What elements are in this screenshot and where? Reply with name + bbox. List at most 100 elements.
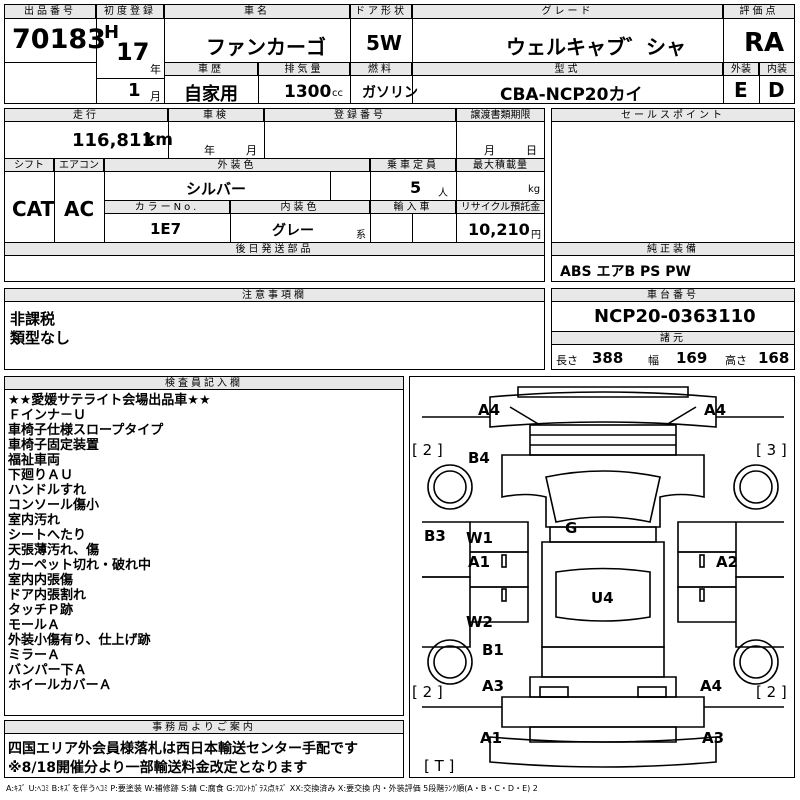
mark-a1-bottom: A1 [480, 729, 503, 747]
transfer-label: 譲渡書類期限 [456, 108, 545, 122]
int-label: 内装 [759, 62, 795, 76]
inspector-notes: ★★愛媛サテライト会場出品車★★ Ｆインナ－Ｕ 車椅子仕様スロープタイプ 車椅子… [8, 393, 211, 693]
int-color-unit: 系 [356, 230, 366, 241]
mileage-value: 116,811 [72, 130, 154, 151]
mark-u4: U4 [591, 589, 614, 607]
caution-line-2: 類型なし [10, 329, 71, 347]
ac-value: AC [64, 197, 95, 221]
note-line: 福祉車両 [8, 453, 61, 468]
mark-a4-bottom: A4 [700, 677, 723, 695]
displacement: 1300 [284, 82, 332, 102]
mark-a2: A2 [716, 553, 739, 571]
capacity-label: 乗車定員 [370, 158, 456, 172]
color-label: 外装色 [104, 158, 370, 172]
note-line: ホイールカバーＡ [8, 678, 112, 693]
note-line: 車椅子固定装置 [8, 438, 100, 453]
parts-label: 後日発送部品 [4, 242, 545, 256]
note-line: タッチＰ跡 [8, 603, 74, 618]
mark-a3-bottom: A3 [702, 729, 725, 747]
color-no-label: カラーNo. [104, 200, 230, 214]
mark-w2: W2 [466, 613, 493, 631]
mileage-label: 走行 [4, 108, 168, 122]
office-label: 事務局よりご案内 [4, 720, 404, 734]
first-reg-label: 初度登録 [96, 4, 164, 19]
length-label: 長さ [556, 354, 578, 367]
note-line: 車椅子仕様スロープタイプ [8, 423, 164, 438]
history-label: 車歴 [164, 62, 258, 76]
mark-b1: B1 [482, 641, 504, 659]
note-line: ★★愛媛サテライト会場出品車★★ [8, 393, 211, 408]
equip-label: 純正装備 [551, 242, 795, 256]
shaken-month: 月 [246, 144, 257, 157]
note-line: モールＡ [8, 618, 61, 633]
lot-number: 70183 [12, 24, 106, 55]
caution-label: 注意事項欄 [4, 288, 545, 302]
name-label: 車名 [164, 4, 350, 19]
tire-tl: [ 2 ] [412, 441, 443, 459]
mark-a3-left: A3 [482, 677, 505, 695]
reg-year: 17 [116, 38, 150, 66]
note-line: 下廻りＡＵ [8, 468, 74, 483]
int-color-label: 内装色 [230, 200, 370, 214]
capacity-value: 5 [410, 178, 422, 197]
office-line-2: ※8/18開催分より一部輸送料金改定となります [8, 760, 308, 776]
door-value: 5W [366, 31, 402, 55]
office-line-1: 四国エリア外会員様落札は西日本輸送センター手配です [8, 741, 358, 757]
note-line: コンソール傷小 [8, 498, 100, 513]
shift-label: シフト [4, 158, 54, 172]
chassis-number: NCP20-0363110 [594, 306, 756, 327]
inspector-label: 検査員記入欄 [4, 376, 404, 390]
capacity-unit: 人 [438, 188, 448, 199]
model-label: 型式 [412, 62, 723, 76]
ext-label: 外装 [723, 62, 759, 76]
model-value: CBA-NCP20カイ [500, 85, 643, 105]
note-line: カーペット切れ・破れ中 [8, 558, 152, 573]
fuel-value: ガソリン [362, 85, 418, 101]
door-label: ドア形状 [350, 4, 412, 19]
shaken-label: 車検 [168, 108, 264, 122]
color-no-value: 1E7 [150, 220, 182, 238]
reg-number-label: 登録番号 [264, 108, 456, 122]
legend: A:ｷｽﾞ U:ﾍｺﾐ B:ｷｽﾞを伴うﾍｺﾐ P:要塗装 W:補修跡 S:錆 … [6, 784, 538, 793]
transfer-month: 月 [484, 144, 495, 157]
note-line: ハンドルすれ [8, 483, 87, 498]
car-diagram: A4 A4 [ 2 ] [ 3 ] B4 G B3 W1 A1 A2 U4 W2… [409, 376, 795, 778]
note-line: ドア内張割れ [8, 588, 87, 603]
color-value: シルバー [186, 180, 247, 198]
car-name: ファンカーゴ [206, 35, 326, 59]
ac-label: エアコン [54, 158, 104, 172]
note-line: シートへたり [8, 528, 87, 543]
mark-w1: W1 [466, 529, 493, 547]
spec-label: 諸元 [551, 331, 795, 345]
mark-a1-mid: A1 [468, 553, 491, 571]
width-value: 169 [676, 349, 708, 367]
mark-a4-left: A4 [478, 401, 501, 419]
car-outline [422, 386, 784, 768]
note-line: 外装小傷有り、仕上げ跡 [8, 633, 151, 648]
caution-line-1: 非課税 [10, 310, 56, 328]
history-value: 自家用 [184, 84, 238, 105]
tire-br: [ 2 ] [756, 683, 787, 701]
era: H [104, 22, 120, 43]
import-label: 輸入車 [370, 200, 456, 214]
load-label: 最大積載量 [456, 158, 545, 172]
lot-label: 出品番号 [4, 4, 96, 19]
recycle-label: リサイクル預託金 [456, 200, 545, 214]
note-line: 室内汚れ [8, 513, 61, 528]
grade-label: グレード [412, 4, 723, 19]
transfer-day: 日 [526, 144, 537, 157]
height-label: 高さ [725, 354, 747, 367]
recycle-unit: 円 [531, 230, 541, 241]
load-unit: kg [528, 184, 541, 195]
note-line: 室内内張傷 [8, 573, 74, 588]
mileage-unit: km [144, 130, 174, 150]
mark-b4: B4 [468, 449, 490, 467]
score-label: 評価点 [723, 4, 795, 19]
disp-unit: cc [332, 88, 343, 99]
tire-bl: [ 2 ] [412, 683, 443, 701]
score-value: RA [744, 28, 785, 58]
int-color-value: グレー [272, 223, 314, 239]
shift-value: CAT [12, 197, 55, 221]
mark-b3: B3 [424, 527, 446, 545]
shaken-year: 年 [204, 144, 215, 157]
